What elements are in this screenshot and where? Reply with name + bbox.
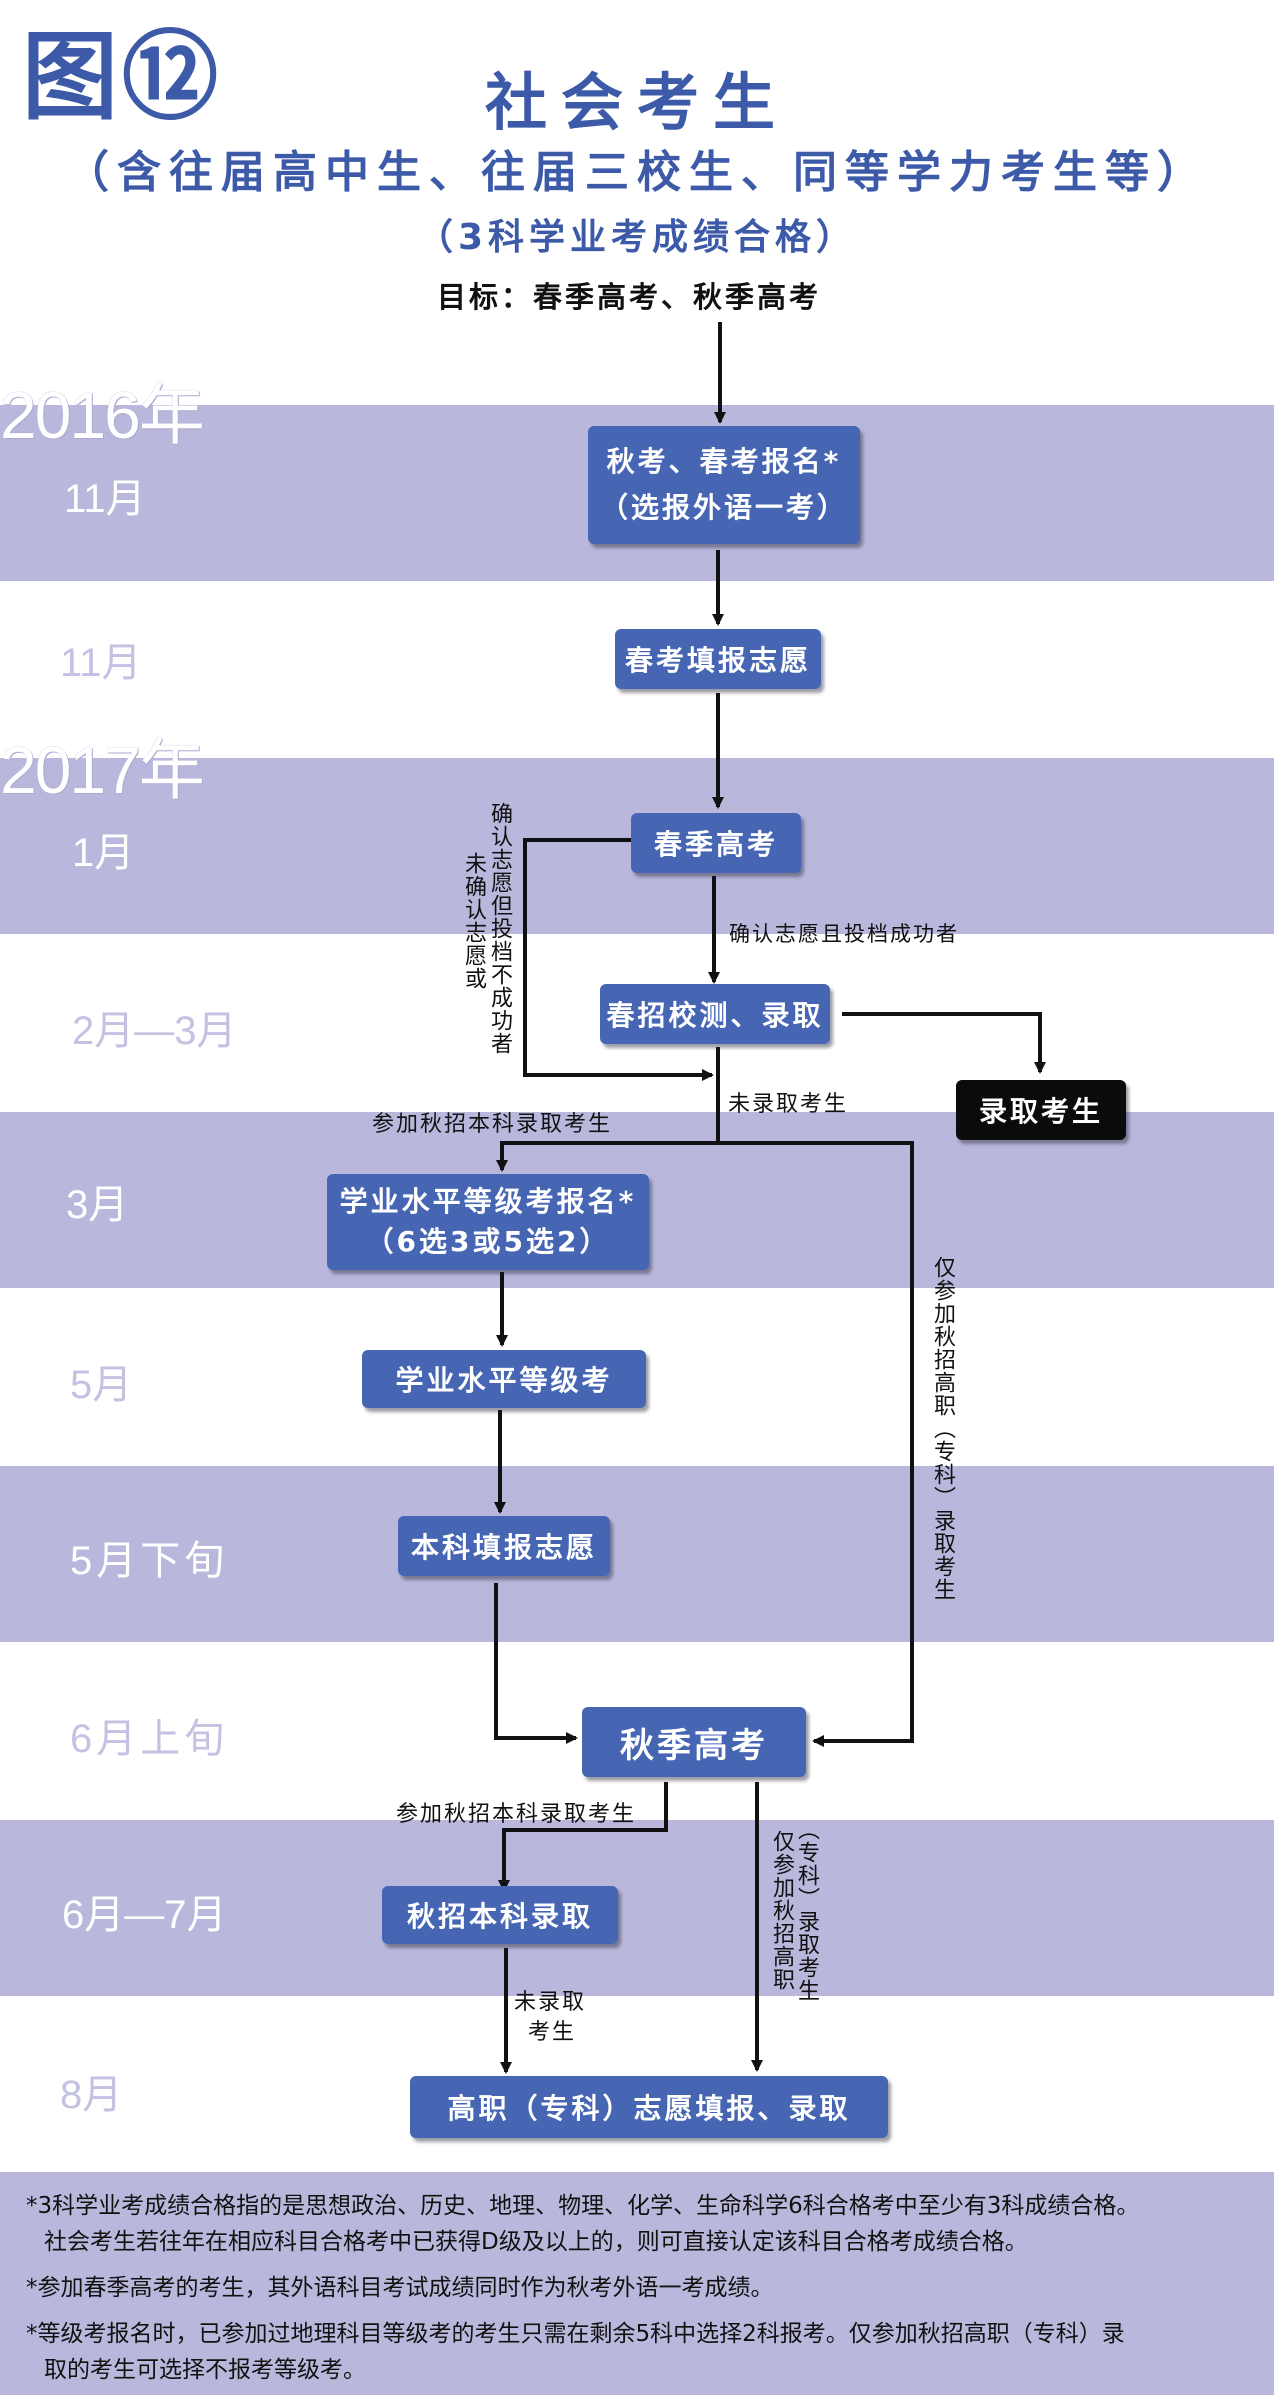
node-autumn-bachelor-admit: 秋招本科录取 xyxy=(382,1886,618,1944)
figure-label-text: 图⑫ xyxy=(22,21,222,133)
footnote-3-cont: 取的考生可选择不报考等级考。 xyxy=(44,2357,366,2383)
node-level-register-line1: 学业水平等级考报名* xyxy=(339,1185,637,1218)
node-spring-admit: 春招校测、录取 xyxy=(600,984,830,1044)
year-2016: 2016年 xyxy=(0,378,205,452)
page-goal: 目标：春季高考、秋季高考 xyxy=(436,280,821,314)
node-admitted: 录取考生 xyxy=(956,1080,1126,1140)
arrow-apply-to-autumn xyxy=(494,1583,578,1744)
label-not-admitted-2-line1: 未录取 xyxy=(514,1990,587,2015)
label-autumn-bachelor: 参加秋招本科录取考生 xyxy=(372,1112,613,1137)
node-autumn-exam: 秋季高考 xyxy=(582,1707,806,1777)
footnotes: *3科学业考成绩合格指的是思想政治、历史、地理、物理、化学、生命科学6科合格考中… xyxy=(0,2172,1274,2395)
page-condition: （3科学业考成绩合格） xyxy=(416,217,858,258)
node-spring-exam: 春季高考 xyxy=(631,813,801,873)
node-level-exam: 学业水平等级考 xyxy=(362,1350,646,1408)
month-feb-mar: 2月—3月 xyxy=(72,1009,237,1053)
arrow-admit-to-admitted xyxy=(842,1012,1046,1074)
band-5-late xyxy=(0,1466,1274,1642)
label-not-confirmed: 未确认志愿或 xyxy=(461,852,486,990)
node-vocational-admit: 高职（专科）志愿填报、录取 xyxy=(410,2076,888,2138)
node-level-register-line2: （6选3或5选2） xyxy=(365,1225,611,1258)
label-not-admitted-2-line2: 考生 xyxy=(528,2020,577,2045)
month-nov-1: 11月 xyxy=(64,477,146,521)
label-confirmed-fail: 确认志愿但投档不成功者 xyxy=(487,802,512,1055)
node-register: 秋考、春考报名* （选报外语一考） xyxy=(588,426,860,544)
label-only-vocational-col1: 仅参加秋招高职 xyxy=(769,1830,794,1991)
label-autumn-bachelor-2: 参加秋招本科录取考生 xyxy=(396,1802,637,1827)
month-aug: 8月 xyxy=(60,2073,123,2117)
page-subtitle: （含往届高中生、往届三校生、同等学力考生等） xyxy=(65,147,1209,198)
month-jan: 1月 xyxy=(72,831,135,875)
month-nov-2: 11月 xyxy=(60,641,142,685)
node-register-line2: （选报外语一考） xyxy=(599,491,848,524)
footnote-1: *3科学业考成绩合格指的是思想政治、历史、地理、物理、化学、生命科学6科合格考中… xyxy=(26,2193,1140,2219)
year-2017: 2017年 xyxy=(0,733,205,807)
month-mar: 3月 xyxy=(66,1183,129,1227)
arrow-autumn-to-bachelor xyxy=(498,1782,668,1892)
label-only-vocational-right: 仅参加秋招高职（专科）录取考生 xyxy=(930,1256,955,1601)
page-title: 社会考生 xyxy=(484,66,789,139)
month-jun-jul: 6月—7月 xyxy=(62,1893,227,1937)
month-may-late: 5月下旬 xyxy=(70,1539,229,1583)
node-spring-apply: 春考填报志愿 xyxy=(615,629,821,689)
footnote-2: *参加春季高考的考生，其外语科目考试成绩同时作为秋考外语一考成绩。 xyxy=(26,2275,774,2301)
node-register-line1: 秋考、春考报名* xyxy=(606,445,842,478)
figure-label: 图⑫ xyxy=(22,22,222,132)
label-not-admitted: 未录取考生 xyxy=(728,1092,849,1117)
band-6-7-month xyxy=(0,1820,1274,1996)
month-may: 5月 xyxy=(70,1363,133,1407)
label-confirmed-success: 确认志愿且投档成功者 xyxy=(729,922,959,946)
arrow-only-vocational-right xyxy=(718,1141,914,1747)
footnote-1-cont: 社会考生若往年在相应科目合格考中已获得D级及以上的，则可直接认定该科目合格考成绩… xyxy=(44,2229,1028,2255)
arrow-exam-fail-loop xyxy=(523,838,714,1081)
month-jun-early: 6月上旬 xyxy=(70,1717,229,1761)
node-level-register: 学业水平等级考报名* （6选3或5选2） xyxy=(327,1174,649,1270)
label-only-vocational-col2: （专科）录取考生 xyxy=(794,1818,819,2002)
arrow-to-level-register xyxy=(496,1141,912,1172)
footnote-3: *等级考报名时，已参加过地理科目等级考的考生只需在剩余5科中选择2科报考。仅参加… xyxy=(26,2321,1125,2347)
node-bachelor-apply: 本科填报志愿 xyxy=(398,1516,610,1576)
